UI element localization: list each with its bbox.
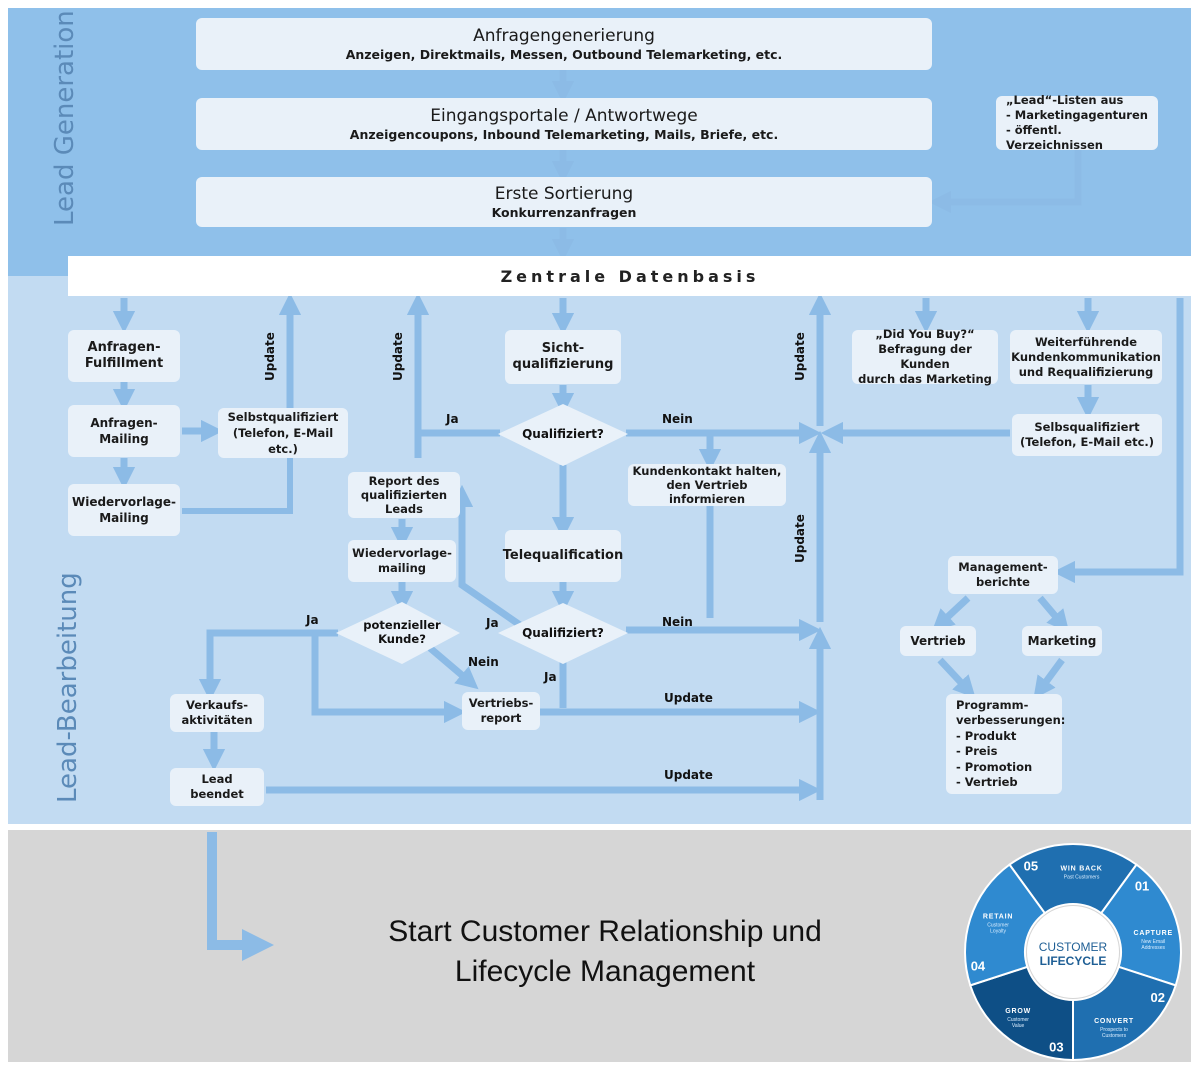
- label-ja-pot: Ja: [306, 613, 319, 627]
- wheel-segment-01: [1099, 863, 1182, 987]
- label-update-right-low: Update: [793, 514, 807, 563]
- label-ja-qual2-down: Ja: [544, 670, 557, 684]
- box-vertrieb: Vertrieb: [900, 626, 976, 656]
- arrow-mgmt-to-marketing: [1037, 595, 1070, 633]
- box-marketing: Marketing: [1022, 626, 1102, 656]
- label-ja-qual2-left: Ja: [486, 616, 499, 630]
- wheel-segment-04: [964, 863, 1047, 987]
- wheel-number-01: 01: [1135, 878, 1149, 893]
- wheel-center-line1: CUSTOMER: [1039, 940, 1108, 954]
- arrow-vertrieb-to-programm: [937, 657, 976, 699]
- box-vertriebsreport: Vertriebs-report: [462, 692, 540, 730]
- label-ja-qual1: Ja: [446, 412, 459, 426]
- arrow-pot-ja: [198, 629, 338, 702]
- wheel-title-01: CAPTURE: [1133, 930, 1172, 937]
- qualifiziert-2-text: Qualifiziert?: [522, 626, 604, 640]
- box-managementberichte: Management-berichte: [948, 556, 1058, 594]
- diamond-qualifiziert-1: [498, 404, 628, 466]
- wheel-center-line2: LIFECYCLE: [1040, 954, 1107, 968]
- qualifiziert-1-text: Qualifiziert?: [522, 427, 604, 441]
- box-anfragen-mailing: Anfragen-Mailing: [68, 405, 180, 457]
- arrow-mgmt-to-vertrieb: [931, 595, 971, 632]
- arrow-pot-to-vreport: [311, 633, 467, 724]
- wheel-sub-01-0: New Email: [1141, 939, 1165, 945]
- box-eingangsportale: Eingangsportale / Antwortwege Anzeigenco…: [196, 98, 932, 150]
- arrow-start-crm: [207, 832, 275, 962]
- arrow-lists-to-sort: [928, 148, 1082, 214]
- box-lead-listen: „Lead“-Listen aus - Marketingagenturen -…: [996, 93, 1158, 152]
- box-verkaufsaktivitaeten: Verkaufs-aktivitäten: [170, 694, 264, 732]
- wheel-title-05: WIN BACK: [1060, 865, 1102, 872]
- box-wiedervorlage-mailing: Wiedervorlage-Mailing: [68, 484, 180, 536]
- box-kundenkontakt: Kundenkontakt halten,den Vertrieb inform…: [628, 464, 786, 506]
- wheel-number-03: 03: [1049, 1040, 1063, 1055]
- arrow-qual2-to-report: [450, 484, 522, 628]
- box-erste-sortierung: Erste Sortierung Konkurrenzanfragen: [196, 177, 932, 227]
- wheel-center: [1027, 906, 1119, 998]
- wheel-segment-02: [1072, 965, 1177, 1062]
- wheel-segment-03: [969, 965, 1074, 1062]
- box-anfragengenerierung: Anfragengenerierung Anzeigen, Direktmail…: [196, 18, 932, 70]
- wheel-number-05: 05: [1024, 859, 1038, 874]
- box-anfragen-fulfillment: Anfragen-Fulfillment: [68, 330, 180, 382]
- wheel-sub-05-0: Past Customers: [1064, 874, 1100, 880]
- box-telequalification: Telequalification: [503, 530, 623, 582]
- label-nein-pot: Nein: [468, 655, 499, 669]
- box-wiedervorlage-mailing-2: Wiedervorlage-mailing: [348, 540, 456, 582]
- arrow-db-to-mgmt: [1052, 298, 1184, 584]
- label-nein-qual2: Nein: [662, 615, 693, 629]
- label-nein-qual1: Nein: [662, 412, 693, 426]
- box-selbstqualifiziert-1: Selbstqualifiziert(Telefon, E-Mail etc.): [218, 408, 348, 458]
- box-selbstqualifiziert-2: Selbsqualifiziert(Telefon, E-Mail etc.): [1012, 414, 1162, 456]
- wheel-sub-03-1: Value: [1012, 1023, 1025, 1029]
- wheel-sub-01-1: Addresses: [1141, 945, 1165, 951]
- arrow-pot-nein: [427, 645, 479, 690]
- arrow-marketing-to-programm: [1033, 657, 1065, 700]
- label-update-mid: Update: [391, 332, 405, 381]
- label-update-left: Update: [263, 332, 277, 381]
- diamond-potenzieller-kunde: [336, 602, 460, 664]
- box-sichtqualifizierung: Sicht-qualifizierung: [505, 330, 621, 384]
- wheel-sub-03-0: Customer: [1007, 1017, 1029, 1023]
- label-update-right-top: Update: [793, 332, 807, 381]
- diamond-qualifiziert-2: [498, 603, 628, 664]
- wheel-title-02: CONVERT: [1094, 1018, 1134, 1025]
- label-update-lead-end: Update: [664, 768, 713, 782]
- box-programmverbesserungen: Programm- verbesserungen: - Produkt - Pr…: [946, 694, 1065, 794]
- wheel-sub-02-0: Prospects to: [1100, 1027, 1128, 1033]
- start-crm-text: Start Customer Relationship und Lifecycl…: [388, 915, 822, 988]
- wheel-title-03: GROW: [1005, 1008, 1031, 1015]
- wheel-segment-05: [1008, 843, 1138, 915]
- wheel-sub-02-1: Customers: [1102, 1033, 1127, 1039]
- wheel-sub-04-0: Customer: [987, 923, 1009, 929]
- zentrale-datenbasis: Zentrale Datenbasis: [68, 256, 1192, 296]
- wheel-number-04: 04: [971, 958, 986, 973]
- wheel-number-02: 02: [1151, 990, 1165, 1005]
- wheel-sub-04-1: Loyalty: [990, 929, 1006, 935]
- label-update-vreport: Update: [664, 691, 713, 705]
- wheel-title-04: RETAIN: [983, 914, 1013, 921]
